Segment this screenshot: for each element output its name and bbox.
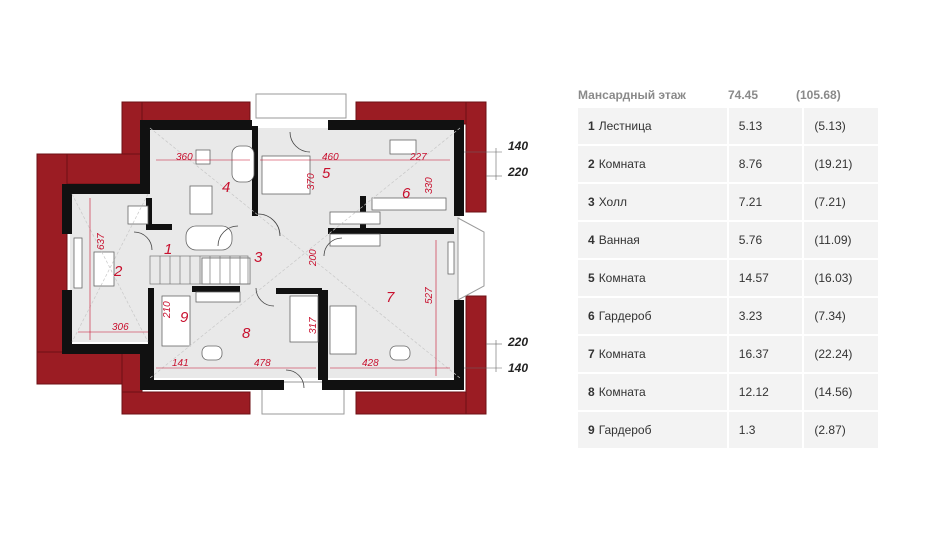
- dim-label: 637: [96, 233, 107, 250]
- room-total-area: (19.21): [804, 146, 878, 182]
- room-number: 8: [588, 385, 595, 399]
- room-number-7: 7: [386, 289, 395, 306]
- walls: [62, 120, 464, 390]
- ext-dim-label: 140: [508, 361, 528, 375]
- room-total-area: (11.09): [804, 222, 878, 258]
- room-number-8: 8: [242, 325, 251, 342]
- room-number-3: 3: [254, 249, 263, 266]
- room-total-area: (2.87): [804, 412, 878, 448]
- dim-label: 227: [409, 152, 427, 163]
- room-area: 1.3: [728, 412, 803, 448]
- room-number-9: 9: [180, 309, 189, 326]
- floor-name: Мансардный этаж: [578, 88, 686, 102]
- room-number: 3: [588, 195, 595, 209]
- doors: [133, 131, 343, 389]
- stairs: [149, 255, 249, 285]
- room-area: 12.12: [728, 374, 803, 410]
- room-area: 14.57: [728, 260, 803, 296]
- room-area: 3.23: [728, 298, 803, 334]
- ext-dim-label: 220: [507, 335, 528, 349]
- room-name: Ванная: [598, 233, 640, 247]
- diagonals: [71, 127, 461, 379]
- dim-label: 460: [322, 152, 339, 163]
- room-area: 8.76: [728, 146, 803, 182]
- room-area: 5.13: [728, 108, 803, 144]
- room-number: 4: [588, 233, 595, 247]
- dim-label: 428: [362, 358, 379, 369]
- room-total-area: (5.13): [804, 108, 878, 144]
- fixtures: [73, 139, 455, 361]
- floor-total-area: (105.68): [796, 88, 841, 102]
- room-name: Комната: [598, 385, 646, 399]
- room-number-4: 4: [222, 179, 230, 196]
- room-name: Гардероб: [598, 309, 652, 323]
- room-number-6: 6: [402, 185, 411, 202]
- dim-label: 478: [254, 358, 271, 369]
- room-number-5: 5: [322, 165, 331, 182]
- room-name: Комната: [598, 271, 646, 285]
- ext-dim-lines: [464, 148, 502, 372]
- room-area: 7.21: [728, 184, 803, 220]
- dim-label: 306: [112, 322, 129, 333]
- room-total-area: (7.34): [804, 298, 878, 334]
- room-name: Лестница: [598, 119, 652, 133]
- room-number: 9: [588, 423, 595, 437]
- room-area: 5.76: [728, 222, 803, 258]
- dim-label: 527: [424, 287, 435, 304]
- room-number: 1: [588, 119, 595, 133]
- dim-label: 200: [308, 249, 319, 267]
- floor-area: 74.45: [728, 88, 759, 102]
- room-total-area: (22.24): [804, 336, 878, 372]
- room-number: 5: [588, 271, 595, 285]
- ext-dim-label: 140: [508, 139, 528, 153]
- room-name: Комната: [598, 347, 646, 361]
- table-header: Мансардный этаж 74.45 (105.68): [578, 84, 878, 106]
- dim-label: 210: [162, 301, 173, 319]
- dim-label: 141: [172, 358, 189, 369]
- room-area: 16.37: [728, 336, 803, 372]
- room-name: Холл: [598, 195, 627, 209]
- room-number: 7: [588, 347, 595, 361]
- room-total-area: (14.56): [804, 374, 878, 410]
- room-number-1: 1: [164, 241, 172, 258]
- ext-dim-label: 220: [507, 165, 528, 179]
- room-number: 6: [588, 309, 595, 323]
- room-name: Комната: [598, 157, 646, 171]
- room-total-area: (7.21): [804, 184, 878, 220]
- dim-label: 360: [176, 152, 193, 163]
- dim-label: 370: [306, 173, 317, 190]
- room-number-2: 2: [113, 263, 123, 280]
- room-name: Гардероб: [598, 423, 652, 437]
- dimension-lines: [78, 159, 450, 376]
- floor-plan: 1 2 3 4 5 6 7 8 9 360 460 227 370 330 63…: [36, 93, 528, 415]
- dim-label: 317: [308, 317, 319, 334]
- room-number: 2: [588, 157, 595, 171]
- room-total-area: (16.03): [804, 260, 878, 296]
- dim-label: 330: [424, 177, 435, 194]
